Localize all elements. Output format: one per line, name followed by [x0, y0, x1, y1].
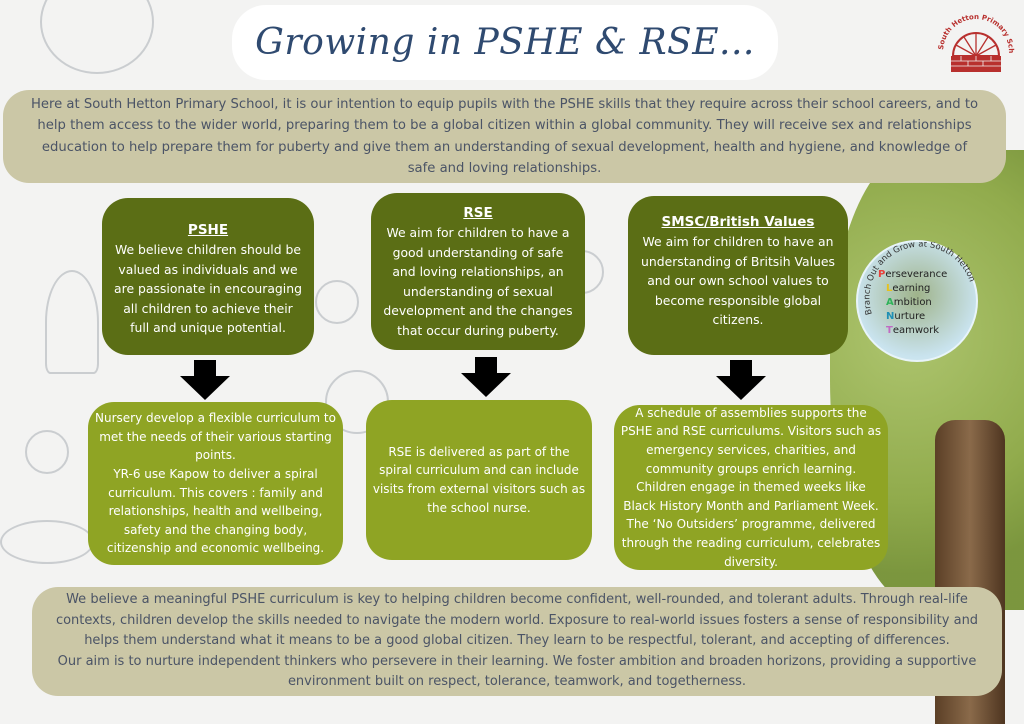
value-word: mbition — [893, 297, 932, 308]
smsc-heading: SMSC/British Values — [661, 214, 815, 230]
pshe-detail-box: Nursery develop a flexible curriculum to… — [88, 402, 343, 565]
page-title: Growing in PSHE & RSE... — [255, 22, 755, 63]
value-initial: L — [886, 283, 893, 294]
value-item: Teamwork — [878, 324, 947, 338]
value-word: urture — [894, 311, 926, 322]
value-initial: A — [886, 297, 894, 308]
value-item: Nurture — [878, 310, 947, 324]
smsc-detail-box: A schedule of assemblies supports the PS… — [614, 405, 888, 570]
smsc-summary-box: SMSC/British Values We aim for children … — [628, 196, 848, 355]
doodle-tree — [45, 270, 99, 374]
rse-summary-box: RSE We aim for children to have a good u… — [371, 193, 585, 350]
conclusion-panel: We believe a meaningful PSHE curriculum … — [32, 587, 1002, 696]
smsc-detail: A schedule of assemblies supports the PS… — [620, 405, 882, 569]
doodle-flower — [25, 430, 69, 474]
conclusion-text: We believe a meaningful PSHE curriculum … — [55, 592, 979, 649]
value-initial: N — [886, 311, 895, 322]
doodle-shape — [0, 520, 94, 564]
rse-heading: RSE — [463, 205, 493, 221]
value-initial: P — [878, 269, 886, 280]
pshe-detail-kapow: YR-6 use Kapow to deliver a spiral curri… — [106, 466, 325, 556]
svg-text:South Hetton Primary School: South Hetton Primary School — [935, 8, 1015, 53]
pshe-summary: We believe children should be valued as … — [114, 242, 302, 335]
school-logo-text: South Hetton Primary School — [933, 2, 1015, 53]
smsc-summary: We aim for children to have an understan… — [641, 234, 835, 327]
school-values-logo: Branch Out and Grow at South Hetton Pers… — [856, 240, 978, 362]
school-logo: South Hetton Primary School — [933, 2, 1017, 72]
rse-detail-box: RSE is delivered as part of the spiral c… — [366, 400, 592, 560]
value-item: Perseverance — [878, 268, 947, 282]
title-banner: Growing in PSHE & RSE... — [232, 5, 778, 80]
doodle-face — [40, 0, 154, 74]
rse-summary: We aim for children to have a good under… — [383, 225, 573, 338]
pshe-detail-nursery: Nursery develop a flexible curriculum to… — [95, 411, 336, 463]
value-word: eamwork — [892, 325, 940, 336]
value-initial: T — [886, 325, 893, 336]
value-item: Ambition — [878, 296, 947, 310]
value-word: earning — [892, 283, 931, 294]
rse-detail: RSE is delivered as part of the spiral c… — [372, 444, 586, 515]
value-item: Learning — [878, 282, 947, 296]
doodle-flower — [315, 280, 359, 324]
pshe-summary-box: PSHE We believe children should be value… — [102, 198, 314, 355]
intro-text: Here at South Hetton Primary School, it … — [30, 96, 979, 177]
aim-text: Our aim is to nurture independent thinke… — [57, 653, 977, 690]
pshe-heading: PSHE — [187, 222, 229, 238]
intro-panel: Here at South Hetton Primary School, it … — [3, 90, 1006, 183]
value-word: erseverance — [885, 269, 948, 280]
